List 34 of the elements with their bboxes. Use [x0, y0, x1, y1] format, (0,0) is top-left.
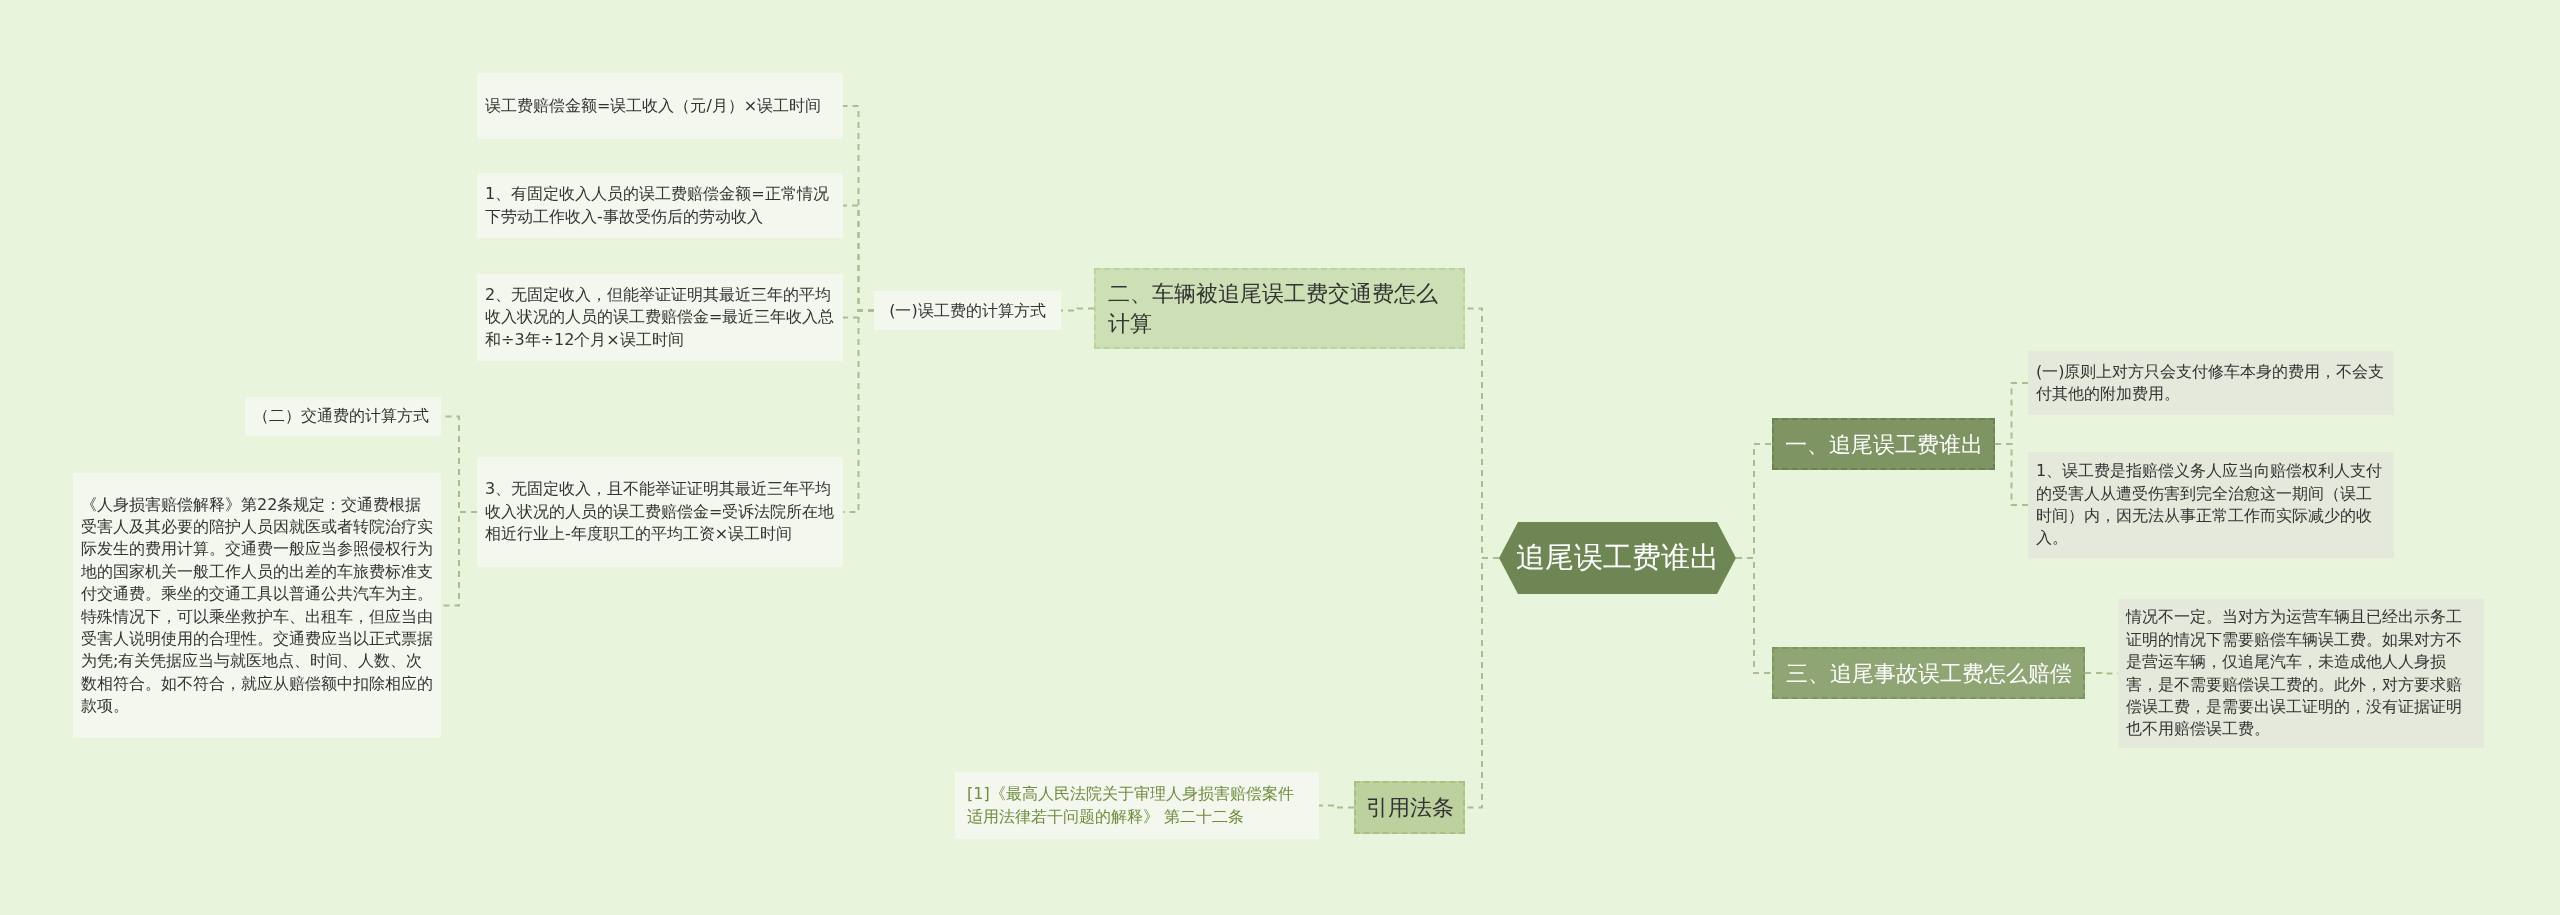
- note-box: [2118, 599, 2484, 748]
- note-box: [477, 73, 843, 139]
- note-box: [2028, 351, 2394, 415]
- topic-text: 3、无固定收入，且不能举证证明其最近三年平均收入状况的人员的误工费赔偿金=受诉法院所在地相近行业上-年度职工的平均工资×误工时间: [485, 478, 835, 546]
- note-box: [477, 457, 843, 567]
- topic-text: (一)原则上对方只会支付修车本身的费用，不会支付其他的附加费用。: [2036, 360, 2386, 405]
- subtopic-box: [874, 291, 1061, 330]
- topic-text: 追尾误工费谁出: [1516, 539, 1719, 577]
- topic-text: （二）交通费的计算方式: [253, 405, 429, 428]
- topic-text: (一)误工费的计算方式: [889, 299, 1046, 322]
- note-box: [477, 274, 843, 361]
- connector-line: [1994, 443, 2029, 506]
- citation-box: [955, 772, 1319, 839]
- topic-box: [1094, 268, 1465, 349]
- topic-text: 1、误工费是指赔偿义务人应当向赔偿权利人支付的受害人从遭受伤害到完全治愈这一期间（误工时间）内，因无法从事正常工作而实际减少的收入。: [2036, 460, 2384, 550]
- topic-text: 《人身损害赔偿解释》第22条规定：交通费根据受害人及其必要的陪护人员因就医或者转院治疗实际发生的费用计算。交通费一般应当参照侵权行为地的国家机关一般工作人员的出差的车旅费标准支付交通费。乘坐的交通工具以普通公共汽车为主。特殊情况下，可以乘坐救护车、出租车，但应当由受害人说明使用的合理性。交通费应当以正式票据为凭;有关凭据应当与就医地点、时间、人数、次数相符合。如不符合，就应从赔偿额中扣除相应的款项。: [81, 493, 433, 718]
- topic-text: 情况不一定。当对方为运营车辆且已经出示务工证明的情况下需要赔偿车辆误工费。如果对方不是营运车辆，仅追尾汽车，未造成他人人身损害，是不需要赔偿误工费的。此外，对方要求赔偿误工费，是需要出误工证明的，没有证据证明也不用赔偿误工费。: [2126, 606, 2463, 741]
- topic-text: 1、有固定收入人员的误工费赔偿金额=正常情况下劳动工作收入-事故受伤后的劳动收入: [485, 183, 830, 228]
- connector-line: [1060, 307, 1095, 312]
- topic-text: 一、追尾误工费谁出: [1784, 430, 1983, 459]
- topic-text: 误工费赔偿金额=误工收入（元/月）×误工时间: [485, 94, 822, 117]
- topic-text: 引用法条: [1365, 794, 1454, 822]
- topic-text: [1]《最高人民法院关于审理人身损害赔偿案件适用法律若干问题的解释》 第二十二条: [967, 783, 1295, 828]
- note-box: [2028, 452, 2394, 558]
- topic-box: [1772, 418, 1995, 470]
- central-topic: [1499, 522, 1736, 594]
- connector-line: [1735, 557, 1773, 674]
- topic-text: 2、无固定收入，但能举证证明其最近三年的平均收入状况的人员的误工费赔偿金=最近三年收入总和÷3年÷12个月×误工时间: [485, 283, 835, 351]
- topic-box: [1772, 647, 2085, 699]
- connector-line: [1318, 804, 1355, 809]
- note-box: [477, 173, 843, 238]
- topic-box: [1354, 781, 1465, 834]
- topic-text: 三、追尾事故误工费怎么赔偿: [1785, 659, 2072, 688]
- topic-text: 二、车辆被追尾误工费交通费怎么计算: [1108, 279, 1439, 338]
